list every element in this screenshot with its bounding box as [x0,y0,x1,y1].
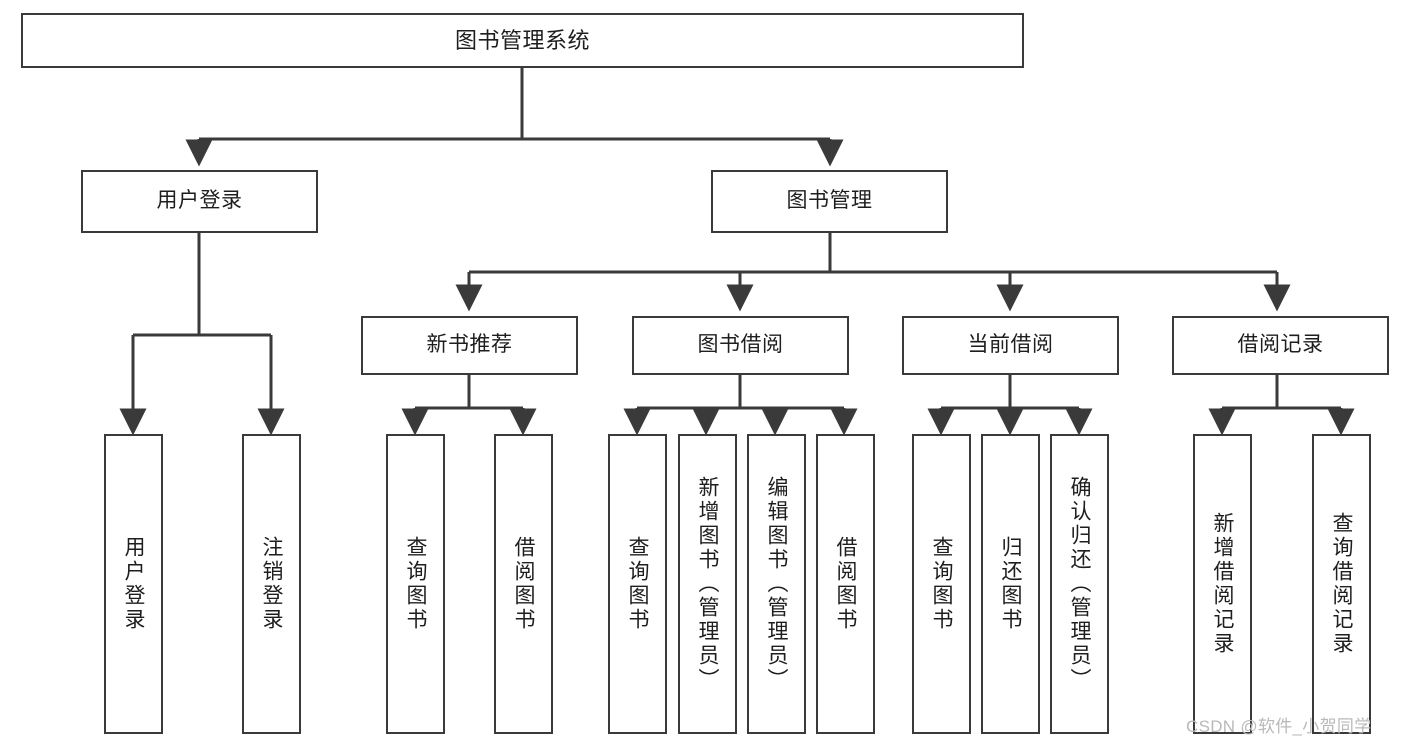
node-user-login[interactable]: 用户登录 [81,170,318,233]
node-label: 新增借阅记录 [1211,512,1234,656]
node-leaf-query-record[interactable]: 查询借阅记录 [1312,434,1371,734]
node-leaf-user-login[interactable]: 用户登录 [104,434,163,734]
node-label: 新书推荐 [426,333,513,357]
node-leaf-query-book-2[interactable]: 查询图书 [608,434,667,734]
node-leaf-borrow-book-1[interactable]: 借阅图书 [494,434,553,734]
node-label: 注销登录 [260,536,283,632]
node-label: 借阅记录 [1237,333,1324,357]
node-leaf-add-record[interactable]: 新增借阅记录 [1193,434,1252,734]
node-label: 确认归还（管理员） [1068,476,1091,692]
node-leaf-edit-book[interactable]: 编辑图书（管理员） [747,434,806,734]
node-label: 新增图书（管理员） [696,476,719,692]
node-book-borrow[interactable]: 图书借阅 [632,316,849,375]
node-leaf-query-book-3[interactable]: 查询图书 [912,434,971,734]
node-label: 图书管理 [786,189,873,213]
node-label: 用户登录 [156,189,243,213]
node-label: 图书借阅 [697,333,784,357]
node-label: 编辑图书（管理员） [765,476,788,692]
node-label: 借阅图书 [512,536,535,632]
node-label: 借阅图书 [834,536,857,632]
node-new-book-recommend[interactable]: 新书推荐 [361,316,578,375]
node-label: 图书管理系统 [454,27,590,53]
node-label: 查询图书 [404,536,427,632]
node-leaf-borrow-book-2[interactable]: 借阅图书 [816,434,875,734]
node-label: 查询借阅记录 [1330,512,1353,656]
node-label: 查询图书 [930,536,953,632]
node-label: 归还图书 [999,536,1022,632]
csdn-watermark: CSDN @软件_小贺同学 [1186,717,1372,736]
node-label: 查询图书 [626,536,649,632]
node-root-system[interactable]: 图书管理系统 [21,13,1024,68]
node-label: 用户登录 [122,536,145,632]
node-leaf-confirm-return[interactable]: 确认归还（管理员） [1050,434,1109,734]
node-book-management[interactable]: 图书管理 [711,170,948,233]
node-current-borrow[interactable]: 当前借阅 [902,316,1119,375]
node-label: 当前借阅 [967,333,1054,357]
node-leaf-add-book[interactable]: 新增图书（管理员） [678,434,737,734]
node-borrow-record[interactable]: 借阅记录 [1172,316,1389,375]
node-leaf-return-book[interactable]: 归还图书 [981,434,1040,734]
node-leaf-query-book-1[interactable]: 查询图书 [386,434,445,734]
node-leaf-logout[interactable]: 注销登录 [242,434,301,734]
